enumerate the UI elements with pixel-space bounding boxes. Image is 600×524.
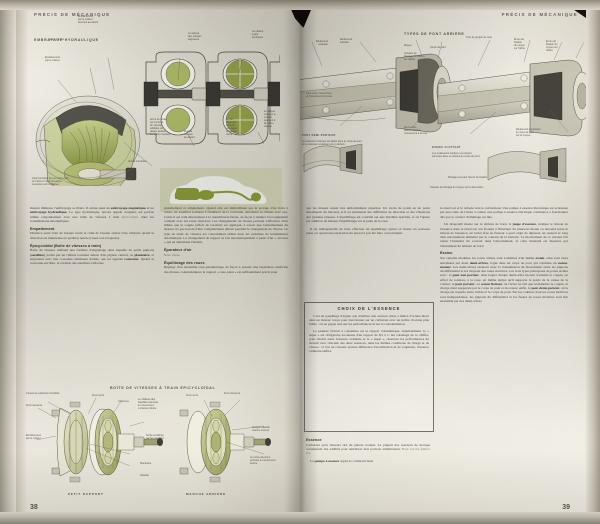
label-roulement-int: Roulement intérieur	[340, 38, 353, 44]
para: moteur diminue, l'embrayage se libère. I…	[30, 206, 155, 223]
caption-carter-principal: Carter principal fixé au vilebrequin du …	[32, 177, 69, 186]
para: Il est indispensable de faire effectuer …	[306, 226, 430, 235]
surface-right-edge	[586, 0, 600, 524]
label-clavette-blocage: Clavette de blocage du moyeu sur l'arbre	[404, 52, 425, 61]
label-planetaire: Planétaire	[140, 462, 152, 465]
label-corps-pont: Corps de pont	[430, 46, 446, 49]
label-frein-desserre: Frein desserré	[26, 404, 43, 407]
para: gratuitement et simplement. Quand elle e…	[164, 206, 288, 244]
subcaption-petit-rapport: PETIT RAPPORT	[68, 492, 104, 496]
para: le réservoir et le refoule vers le carbu…	[440, 206, 568, 219]
boxed-note-choix-essence: CHOIX DE L'ESSENCE C'est un gaspillage d…	[304, 302, 434, 432]
label-sortie-satellites: Sortie entraînée par les satellites	[146, 434, 164, 440]
label-entrainement-moteur-2: Entraînement par le moteur	[26, 434, 42, 440]
left-column-2: gratuitement et simplement. Quand elle e…	[164, 206, 288, 277]
boxed-note-body: C'est un gaspillage d'argent que d'utili…	[305, 314, 433, 359]
label-arbre-menant: Arbre menant	[48, 38, 64, 41]
label-roulement-support: Roulement supportant le corps de pont su…	[516, 128, 541, 137]
label-frein-desserre-2: Frein desserré	[224, 392, 241, 395]
caption-pont-demi-porteur: Le roulement intérieur est placé dans le…	[302, 140, 362, 146]
para: C'est un gaspillage d'argent que d'utili…	[309, 314, 429, 327]
para: Le premier facteur à considérer est le r…	[309, 328, 429, 354]
boxed-note-title: CHOIX DE L'ESSENCE	[337, 306, 401, 311]
caption-essieu-flottant: Les roulements intérieur et extérieur so…	[432, 152, 481, 158]
label-ecrou-fixation-2: Écrou de fixation du moyeu sur l'arbre	[514, 38, 526, 50]
page-number-left: 38	[30, 504, 38, 511]
running-head-right: PRÉCIS DE MÉCANIQUE	[501, 12, 578, 17]
label-chateau-satellites: Le château des satellites transmet le mo…	[138, 398, 159, 410]
label-roulement-ext: Roulement extérieur	[315, 40, 328, 46]
surface-left-edge	[0, 0, 16, 524]
label-flux-energie: Le flux d'énergie entraîne une partie du…	[226, 118, 238, 136]
subtitle-pont-demi-porteur: PONT DEMI-PORTEUR	[302, 134, 336, 137]
label-flux-masses: Flux de masses au départ	[184, 130, 195, 139]
para: que les masses soient très uniformément …	[306, 206, 430, 223]
label-satellite: Satellite	[140, 474, 149, 477]
figure-rear-axle-types	[300, 39, 592, 183]
page-number-right: 39	[562, 504, 570, 511]
surface-top-edge	[0, 0, 600, 10]
right-column-2: le réservoir et le refoule vers le carbu…	[440, 206, 568, 307]
label-demi-arbre: Demi-arbre transmettant le mouvement à l…	[404, 126, 428, 135]
label-aubes-menantes: Aubes menantes	[128, 160, 147, 163]
right-column-1: que les masses soient très uniformément …	[306, 206, 430, 239]
label-trou-goujon: Trou de goujon de roue	[466, 36, 492, 39]
label-joint-arbre: Joint entre mouvement et mouvement à la …	[306, 92, 333, 98]
label-clavette-demi-arbre: Clavette de blocage du moyeu sur le demi…	[430, 186, 484, 189]
label-vitesse-masses: La vitesse des masses augmente	[188, 32, 202, 41]
label-ecrou-fixation: Écrou de fixation du moyeu sur l'arbre	[546, 40, 558, 52]
subtitle-essieu-flottant: ESSIEU FLOTTANT	[432, 146, 461, 149]
label-satellite-inverse: Chaque satellite marche inversé	[252, 426, 270, 432]
label-entrainement-ralenti: Entraînement par le moteur tournant au r…	[78, 15, 99, 24]
figure-title-epicyclic: BOÎTE DE VITESSES À TRAIN ÉPICYCLOÏDAL	[110, 386, 216, 390]
label-porte-couronne: Le porte-couronne entraîne le mouvement …	[250, 456, 276, 465]
label-entrainement-moteur: Entraînement par le moteur	[44, 56, 60, 62]
label-disque-mene: Le disque mené et le moteur tournent à l…	[264, 110, 276, 128]
label-moteur-vitesse: Le moteur a pris sa vitesse	[252, 30, 264, 39]
left-column-1: moteur diminue, l'embrayage se libère. I…	[30, 206, 154, 269]
para: Un dispositif monté sur le tableau de bo…	[440, 222, 568, 248]
label-frein-serre: Frein serré	[92, 394, 105, 397]
label-frein-serre-2: Frein serré	[186, 394, 199, 397]
surface-bottom-edge	[0, 512, 600, 524]
para: La pompe à essence aspire le carburant d…	[310, 459, 374, 464]
para: Épicycloïdal (Boîte de vitesses à train)…	[30, 243, 154, 266]
label-filetage-ecrou: Filetage recevant l'écrou de fixation	[448, 176, 488, 179]
figure-hydraulic-clutch	[35, 51, 280, 186]
subcaption-marche-arriere: MARCHE ARRIÈRE	[186, 492, 226, 496]
label-moyeu: Moyeu	[404, 44, 412, 47]
label-couronne-immobile: Couronne extérieure immobile	[26, 392, 60, 395]
